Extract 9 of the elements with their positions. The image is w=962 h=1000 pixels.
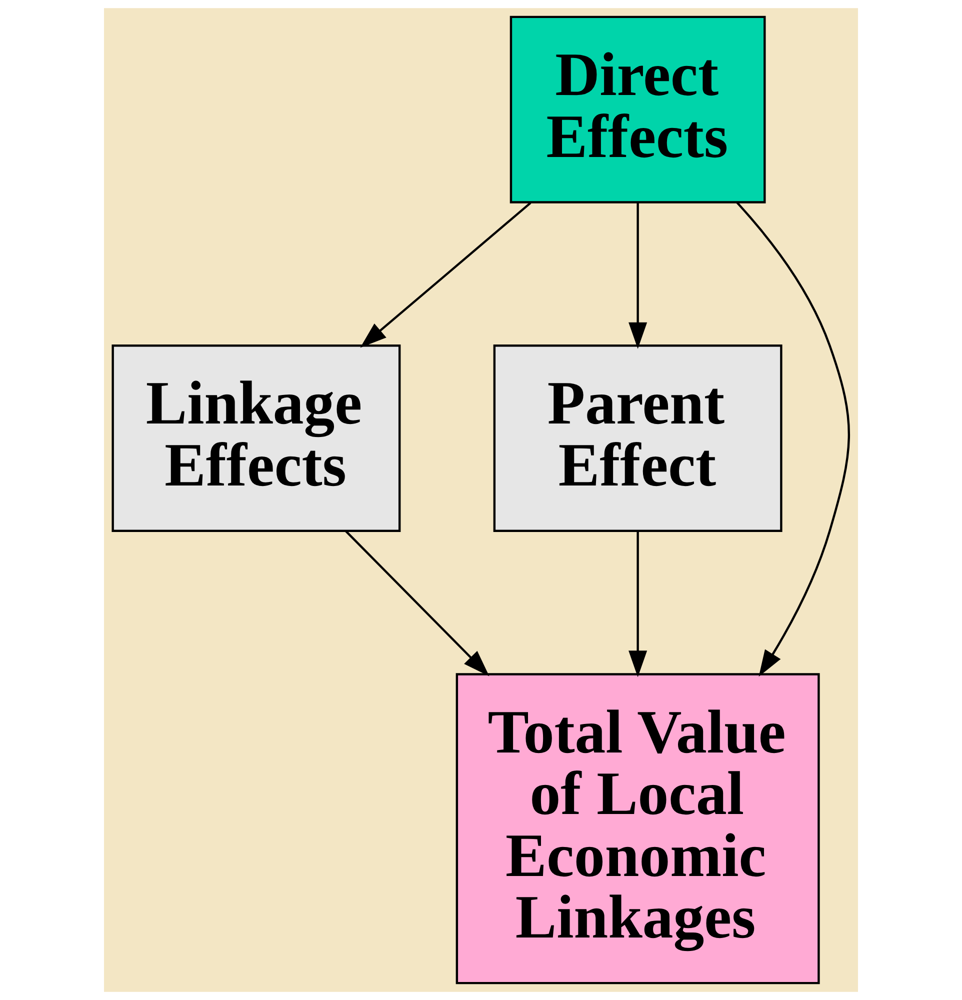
node-box: Parent Effect — [493, 344, 782, 532]
node-box: Linkage Effects — [112, 344, 401, 532]
arrow — [344, 530, 490, 676]
arrow — [736, 202, 850, 677]
arrow — [628, 530, 648, 678]
arrow — [628, 202, 648, 349]
arrow — [360, 202, 532, 348]
node-box: Total Value of Local Economic Linkages — [456, 673, 820, 984]
node-box: Direct Effects — [510, 16, 766, 204]
